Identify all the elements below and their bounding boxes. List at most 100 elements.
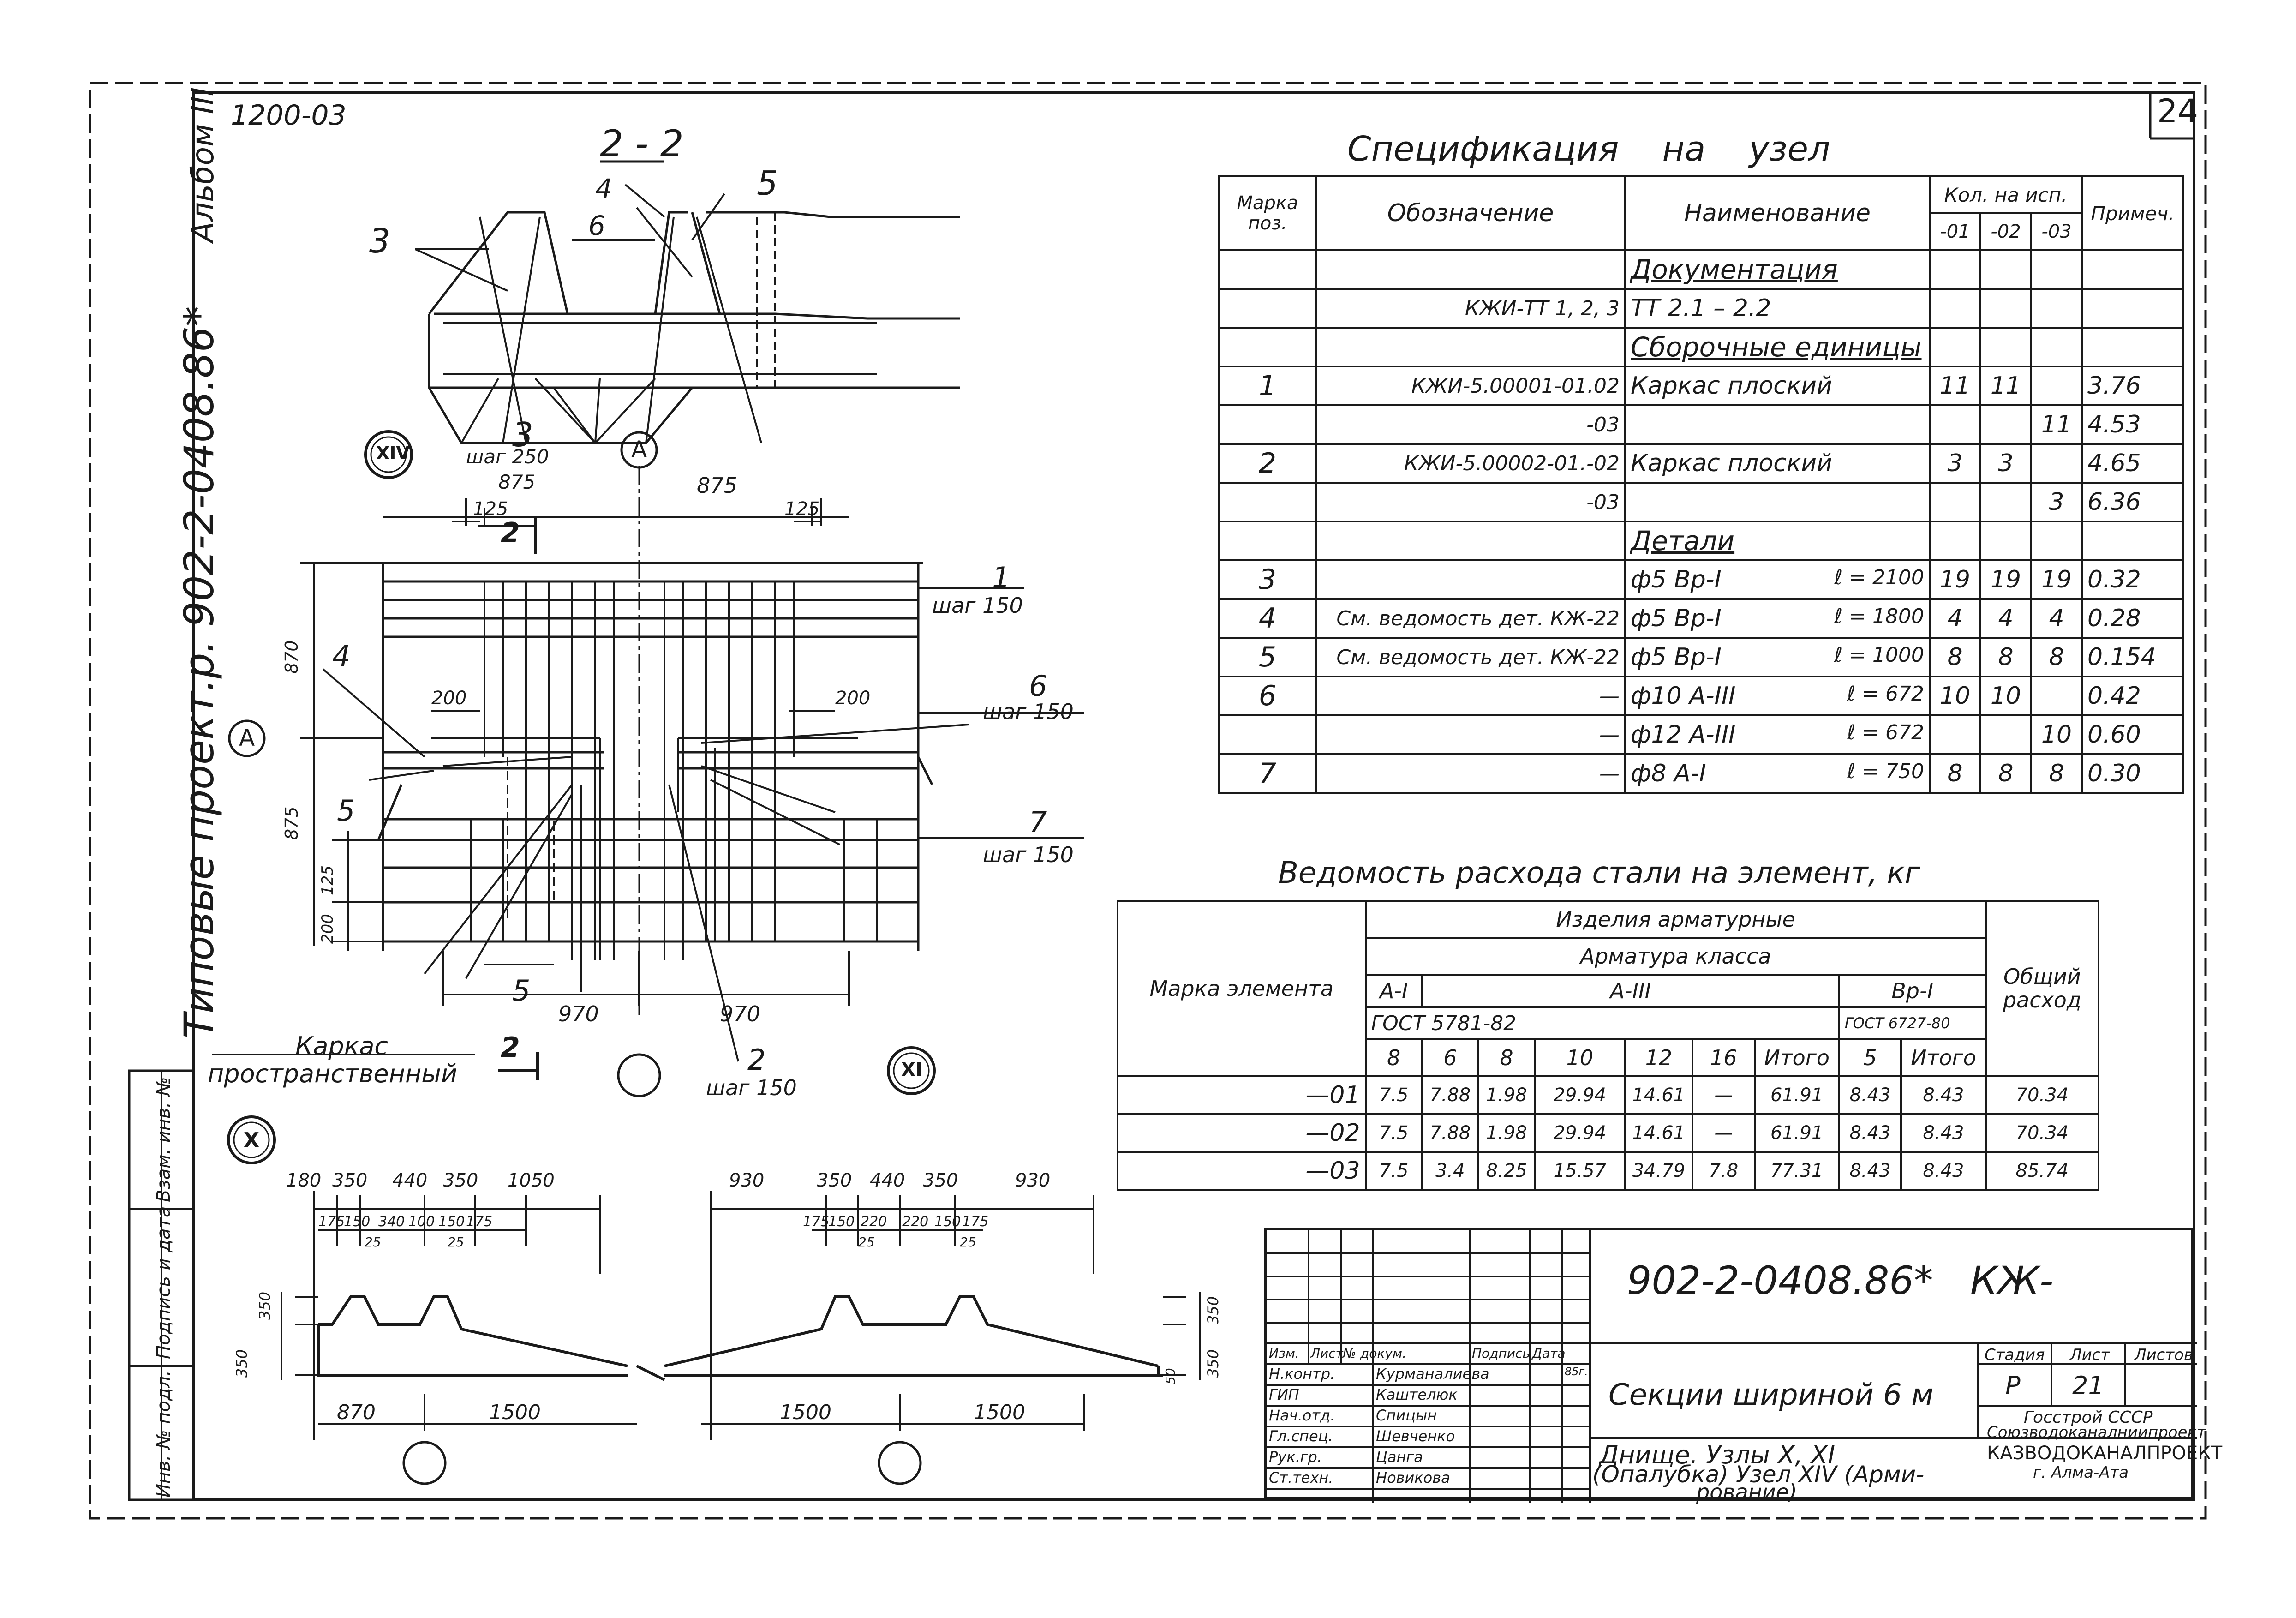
tb-staff-role: Н.контр.	[1269, 1365, 1335, 1383]
spec-designation: КЖИ-5.00001-01.02	[1315, 366, 1626, 406]
spec-q1: 10	[1929, 676, 1981, 716]
spec-q3	[2030, 676, 2083, 716]
pl-dim-top-4: 1050	[508, 1170, 555, 1191]
steel-value: 1.98	[1477, 1113, 1536, 1153]
spec-name: Каркас плоский	[1624, 366, 1931, 406]
spec-q2	[1979, 288, 2032, 329]
spec-q1: 19	[1929, 559, 1981, 600]
spec-q3: 8	[2030, 637, 2083, 677]
sec-label-3a: 3	[369, 222, 390, 260]
spec-q3: 3	[2030, 482, 2083, 522]
spec-designation: -03	[1315, 482, 1626, 522]
plan-section-mark: 2	[501, 517, 520, 549]
plan-vdim-875: 875	[281, 806, 302, 840]
pl-dim-top-3: 350	[443, 1170, 478, 1191]
tb-code: 902-2-0408.86* КЖ-	[1627, 1258, 2054, 1303]
spec-name: Каркас плоский	[1624, 443, 1931, 484]
spec-name: ТТ 2.1 – 2.2	[1624, 288, 1931, 329]
tb-staff-role: ГИП	[1269, 1386, 1299, 1403]
spec-q1: 8	[1929, 753, 1981, 794]
pr-dim-bot-0: 1500	[780, 1401, 831, 1424]
spec-mark	[1218, 288, 1317, 329]
pl-dim-mid-5: 175	[466, 1214, 493, 1230]
spec-q3: 10	[2030, 714, 2083, 755]
pr-dim-mid-5: 175	[962, 1214, 989, 1230]
steel-mark: —02	[1117, 1113, 1367, 1153]
spec-q3: 19	[2030, 559, 2083, 600]
spec-length: ℓ = 1000	[1834, 643, 1924, 667]
pl-dim-side-0: 350	[256, 1291, 274, 1320]
pr-dim-top-1: 350	[817, 1170, 852, 1191]
steel-value: 7.88	[1421, 1075, 1479, 1115]
spec-designation: КЖИ-ТТ 1, 2, 3	[1315, 288, 1626, 329]
page-number: 24	[2157, 92, 2199, 130]
tb-stage: Р	[2005, 1371, 2021, 1400]
steel-h-products: Изделия арматурные	[1364, 900, 1987, 939]
steel-h-gost1: ГОСТ 5781-82	[1364, 1006, 1840, 1040]
pr-dim-small-1: 25	[960, 1234, 976, 1250]
tb-staff-name: Новикова	[1376, 1469, 1450, 1486]
tb-stage-h: Стадия	[1985, 1346, 2045, 1364]
spec-designation	[1315, 249, 1626, 290]
steel-col-head: Итого	[1900, 1038, 1987, 1077]
spec-name-text: Детали	[1631, 525, 1735, 557]
spec-note: 0.32	[2081, 559, 2184, 600]
spec-q2	[1979, 404, 2032, 445]
spec-q2: 19	[1979, 559, 2032, 600]
spec-q3: 8	[2030, 753, 2083, 794]
steel-value: 7.5	[1364, 1113, 1423, 1153]
node-mark-xiv: XIV	[376, 443, 410, 463]
spec-mark: 4	[1218, 598, 1317, 639]
spec-h-designation: Обозначение	[1315, 175, 1626, 251]
spec-h-note: Примеч.	[2081, 175, 2184, 251]
spec-mark: 7	[1218, 753, 1317, 794]
spec-q1: 4	[1929, 598, 1981, 639]
pl-dim-bot-0: 870	[337, 1401, 376, 1424]
spec-name-text: ф10 А-III	[1631, 682, 1736, 710]
spec-note: 0.60	[2081, 714, 2184, 755]
spec-designation	[1315, 327, 1626, 367]
stamp-sign-date: Подпись и дата	[153, 1206, 174, 1359]
pr-dim-mid-3: 220	[902, 1214, 929, 1230]
tb-sheet: 21	[2072, 1371, 2104, 1400]
spec-h-q3: -03	[2030, 212, 2083, 251]
tb-sheets-h: Листов	[2135, 1346, 2194, 1364]
plan-label-7: 7	[1029, 805, 1047, 839]
spec-q1: 3	[1929, 443, 1981, 484]
spec-mark: 2	[1218, 443, 1317, 484]
spec-q1	[1929, 327, 1981, 367]
spec-mark	[1218, 482, 1317, 522]
pl-dim-mid-2: 340	[378, 1214, 405, 1230]
pr-dim-top-2: 440	[870, 1170, 905, 1191]
spec-q2: 10	[1979, 676, 2032, 716]
steel-value: 8.43	[1838, 1151, 1902, 1191]
tb-staff-name: Спицын	[1376, 1407, 1437, 1424]
steel-h-gost2: ГОСТ 6727-80	[1838, 1006, 1987, 1040]
steel-value: 7.88	[1421, 1113, 1479, 1153]
spec-mark: 3	[1218, 559, 1317, 600]
sec-dim: 875	[498, 471, 536, 493]
steel-col-head: Итого	[1753, 1038, 1840, 1077]
spec-note	[2081, 288, 2184, 329]
tb-desc-2: (Опалубка) Узел XIV (Арми-	[1592, 1461, 1925, 1488]
section-mark-bottom: 2	[501, 1031, 520, 1064]
tb-org-1: Госстрой СССР	[2024, 1408, 2153, 1427]
tb-head-cell: № докум.	[1343, 1346, 1407, 1361]
spec-name: Документация	[1624, 249, 1931, 290]
spec-mark	[1218, 249, 1317, 290]
spec-mark	[1218, 404, 1317, 445]
spec-mark	[1218, 327, 1317, 367]
node-mark-x: X	[244, 1128, 259, 1152]
spec-name-text: Каркас плоский	[1631, 372, 1832, 400]
spec-mark	[1218, 714, 1317, 755]
tb-desc-1: Днище. Узлы X, XI	[1599, 1440, 1836, 1469]
steel-value: 29.94	[1534, 1113, 1626, 1153]
steel-value: 15.57	[1534, 1151, 1626, 1191]
pr-dim-small-0: 25	[858, 1234, 875, 1250]
